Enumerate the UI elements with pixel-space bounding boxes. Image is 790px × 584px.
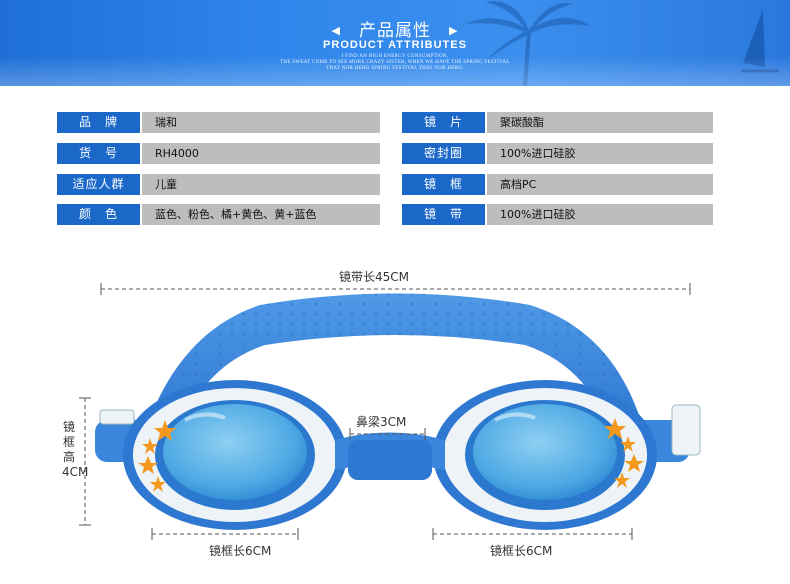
strap-length-label: 镜带长45CM — [339, 270, 410, 284]
bridge-dimension — [349, 428, 426, 440]
palm-tree-decoration — [465, 1, 590, 86]
attribute-value: RH4000 — [142, 143, 380, 164]
attribute-row: 镜 带 100%进口硅胶 — [402, 204, 713, 225]
banner-tagline-2: THE SWEAT COME TO SEE MORE CRAZY SISTER,… — [280, 60, 510, 65]
attribute-value: 蓝色、粉色、橘+黄色、黄+蓝色 — [142, 204, 380, 225]
attribute-value: 高档PC — [487, 174, 713, 195]
frame-height-label: 镜框高4CM — [62, 420, 89, 479]
attribute-row: 密封圈 100%进口硅胶 — [402, 143, 713, 164]
section-title-en: PRODUCT ATTRIBUTES — [323, 39, 467, 51]
section-title: ◀ 产品属性 ▶ — [0, 16, 790, 41]
attribute-label: 镜 带 — [402, 204, 485, 225]
star-icon — [614, 472, 630, 488]
frame-length-right-dimension — [432, 528, 633, 540]
wave-overlay — [0, 56, 790, 86]
strap-length-dimension — [100, 283, 691, 295]
attribute-label: 镜 片 — [402, 112, 485, 133]
attribute-value: 儿童 — [142, 174, 380, 195]
goggle-lens-right — [473, 404, 617, 500]
attribute-label: 品 牌 — [57, 112, 140, 133]
section-title-cn: 产品属性 — [359, 21, 431, 41]
attribute-row: 镜 框 高档PC — [402, 174, 713, 195]
windsurfer-decoration — [741, 9, 779, 73]
star-icon — [620, 436, 636, 452]
attribute-value: 100%进口硅胶 — [487, 204, 713, 225]
attribute-value: 瑞和 — [142, 112, 380, 133]
nose-bridge — [335, 432, 445, 480]
attribute-label: 适应人群 — [57, 174, 140, 195]
frame-length-left-label: 镜框长6CM — [209, 544, 272, 558]
attribute-label: 镜 框 — [402, 174, 485, 195]
attribute-value: 聚碳酸酯 — [487, 112, 713, 133]
star-icon — [624, 454, 644, 472]
attribute-row: 适应人群 儿童 — [57, 174, 380, 195]
attribute-label: 货 号 — [57, 143, 140, 164]
frame-length-right-label: 镜框长6CM — [490, 544, 553, 558]
star-icon — [138, 456, 158, 474]
star-icon — [154, 420, 176, 441]
attribute-row: 颜 色 蓝色、粉色、橘+黄色、黄+蓝色 — [57, 204, 380, 225]
star-icon — [142, 438, 158, 454]
attribute-row: 镜 片 聚碳酸酯 — [402, 112, 713, 133]
triangle-right-icon: ▶ — [449, 24, 459, 37]
attribute-label: 密封圈 — [402, 143, 485, 164]
bridge-length-label: 鼻梁3CM — [356, 415, 407, 429]
star-icon — [150, 476, 166, 492]
header-banner: ◀ 产品属性 ▶ PRODUCT ATTRIBUTES I FIND AN HIGH… — [0, 0, 790, 86]
frame-length-left-dimension — [151, 528, 299, 540]
banner-tagline-3: THAT NOR HERO SPRING FESTIVAL THAT NOR H… — [326, 66, 464, 71]
banner-tagline-1: I FIND AN HIGH ENERGY CONSUMPTION, — [341, 54, 449, 59]
attribute-row: 品 牌 瑞和 — [57, 112, 380, 133]
frame-height-dimension — [79, 397, 91, 526]
attribute-row: 货 号 RH4000 — [57, 143, 380, 164]
star-decorations — [138, 418, 644, 492]
attribute-value: 100%进口硅胶 — [487, 143, 713, 164]
attribute-label: 颜 色 — [57, 204, 140, 225]
triangle-left-icon: ◀ — [331, 24, 341, 37]
star-icon — [604, 418, 626, 439]
goggle-lens-left — [163, 404, 307, 500]
